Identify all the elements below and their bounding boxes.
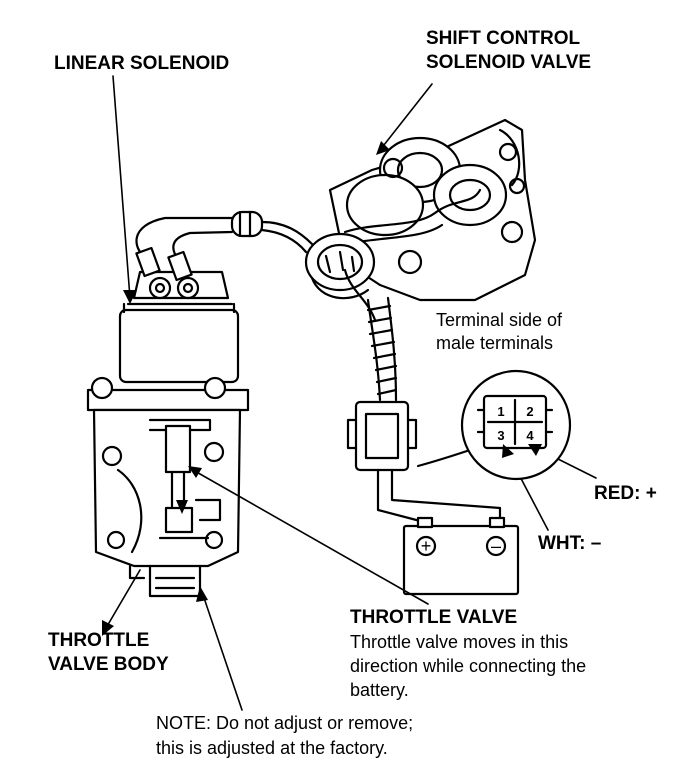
label-throttle-valve: THROTTLE VALVE — [350, 607, 518, 628]
pin-4: 4 — [526, 428, 534, 443]
label-note-1: NOTE: Do not adjust or remove; — [156, 713, 414, 733]
label-wht: WHT: – — [538, 533, 602, 554]
valve-direction-arrow — [176, 500, 188, 514]
pin-3: 3 — [497, 428, 504, 443]
arrow-note — [196, 586, 208, 602]
label-throttle-valve-desc-3: battery. — [350, 680, 409, 700]
battery-plus: + — [421, 536, 432, 556]
leader-throttle-body — [105, 569, 141, 629]
label-note-2: this is adjusted at the factory. — [156, 738, 388, 758]
label-linear-solenoid: LINEAR SOLENOID — [54, 53, 230, 74]
battery-minus: – — [491, 536, 501, 556]
label-throttle-valve-desc-1: Throttle valve moves in this — [350, 632, 569, 652]
arrow-red — [528, 444, 542, 456]
label-throttle-body-2: VALVE BODY — [48, 654, 169, 675]
leader-throttle-valve — [192, 469, 429, 605]
label-throttle-valve-desc-2: direction while connecting the — [350, 656, 587, 676]
arrowheads — [102, 141, 542, 636]
arrow-throttle-body — [102, 620, 114, 636]
battery-signs: + – — [421, 536, 501, 556]
arrow-throttle-valve — [188, 466, 202, 478]
leader-note — [201, 591, 243, 711]
leader-shift-control — [379, 83, 433, 151]
linear-solenoid-body — [118, 246, 240, 384]
label-shift-control-1: SHIFT CONTROL — [426, 28, 581, 49]
pin-1: 1 — [497, 404, 504, 419]
label-red: RED: + — [594, 483, 657, 504]
throttle-valve-body — [86, 376, 250, 598]
label-terminal-side-2: male terminals — [436, 333, 554, 353]
test-connector — [346, 400, 502, 524]
arrow-shift-control — [376, 141, 390, 155]
terminal-view — [460, 369, 572, 481]
pin-2: 2 — [526, 404, 533, 419]
battery-body — [402, 516, 520, 596]
label-terminal-side-1: Terminal side of — [436, 310, 563, 330]
label-throttle-body-1: THROTTLE — [48, 630, 150, 651]
pin-labels: 1 2 3 4 — [497, 404, 534, 443]
leader-linear-solenoid — [112, 75, 131, 299]
label-shift-control-2: SOLENOID VALVE — [426, 52, 592, 73]
corrugated-harness — [366, 296, 398, 402]
arrow-linear-solenoid — [123, 290, 137, 304]
arrow-wht — [502, 444, 514, 458]
solenoid-connector — [304, 232, 376, 300]
